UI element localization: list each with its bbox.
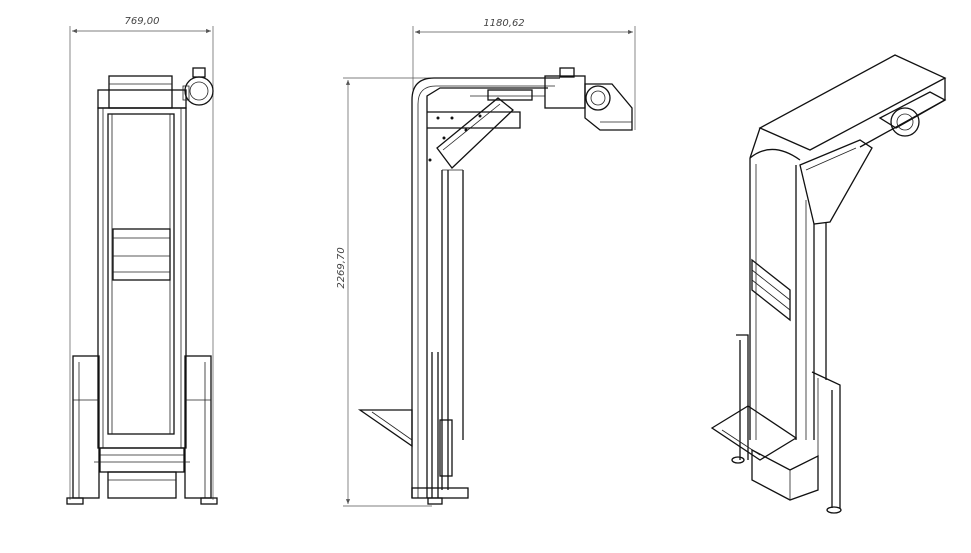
inspection-window [112, 228, 171, 281]
front-view: 769,00 [66, 16, 218, 505]
inlet-hopper [357, 352, 453, 498]
motor [182, 67, 214, 106]
dimension-label-2269: 2269,70 [336, 247, 347, 288]
isometric-view [710, 54, 947, 514]
bolt-holes [428, 114, 482, 162]
side-motor [544, 67, 633, 131]
dimension-front-width: 769,00 [69, 16, 214, 500]
dimension-label-769: 769,00 [125, 16, 160, 27]
dimension-label-1180: 1180,62 [483, 18, 524, 29]
dimension-side-height: 2269,70 [336, 77, 432, 507]
support-frame [66, 355, 218, 505]
dimension-side-width: 1180,62 [412, 18, 636, 130]
side-view: 1180,62 2269,70 [336, 18, 636, 507]
iso-window [751, 258, 791, 322]
iso-inlet [710, 405, 798, 461]
iso-motor [878, 91, 947, 137]
iso-legs [731, 334, 842, 514]
